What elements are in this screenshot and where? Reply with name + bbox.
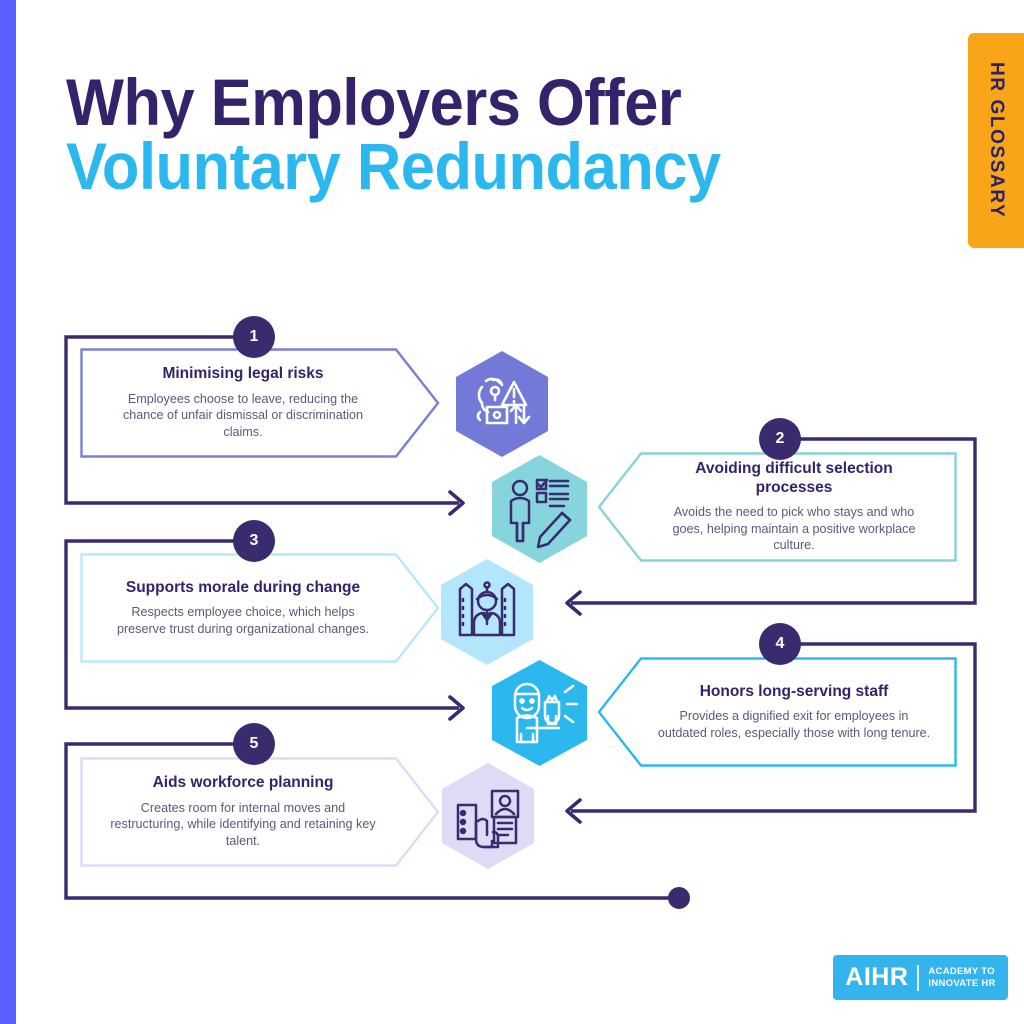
- step-title-4: Honors long-serving staff: [699, 682, 889, 700]
- arrowhead-right-2: [448, 695, 465, 721]
- card-shape-5: [80, 757, 440, 867]
- left-accent-stripe: [0, 0, 16, 1024]
- step-hexagon-2: [487, 453, 592, 565]
- logo-wordmark: AIHR: [845, 963, 909, 991]
- step-badge-1: 1: [233, 316, 275, 358]
- logo-tagline-line-2: INNOVATE HR: [928, 977, 996, 989]
- step-card-1[interactable]: Minimising legal risks Employees choose …: [80, 348, 440, 458]
- legal-risk-icon: [476, 377, 531, 425]
- hr-glossary-tab[interactable]: HR GLOSSARY: [968, 33, 1024, 248]
- title-line-secondary: Voluntary Redundancy: [66, 129, 721, 204]
- page-title: Why Employers Offer Voluntary Redundancy: [66, 65, 886, 204]
- arrowhead-right-1: [448, 490, 465, 516]
- worker-morale-icon: [458, 581, 516, 637]
- step-card-5[interactable]: Aids workforce planning Creates room for…: [80, 757, 440, 867]
- card-shape-1: [80, 348, 440, 458]
- arrowhead-left-1: [565, 590, 582, 616]
- step-number-3: 3: [249, 532, 259, 549]
- step-number-2: 2: [775, 430, 785, 447]
- step-card-4[interactable]: Honors long-serving staff Provides a dig…: [597, 657, 957, 767]
- aihr-logo: AIHR ACADEMY TO INNOVATE HR: [833, 955, 1008, 1000]
- step-badge-3: 3: [233, 520, 275, 562]
- arrowhead-left-2: [565, 798, 582, 824]
- title-line-primary: Why Employers Offer: [66, 65, 682, 139]
- step-number-5: 5: [249, 735, 259, 752]
- step-title-2: Avoiding difficult selection processes: [695, 460, 893, 496]
- step-title-5: Aids workforce planning: [152, 774, 334, 792]
- step-hexagon-5: [436, 761, 540, 871]
- card-shape-2: [597, 452, 957, 562]
- flow-end-dot: [668, 887, 690, 909]
- step-badge-2: 2: [759, 418, 801, 460]
- logo-divider: [917, 964, 920, 991]
- step-hexagon-1: [452, 349, 552, 459]
- step-card-3[interactable]: Supports morale during change Respects e…: [80, 553, 440, 663]
- award-trophy-icon: [513, 682, 579, 744]
- employee-checklist-icon: [509, 478, 572, 549]
- step-title-3: Supports morale during change: [125, 578, 361, 596]
- workforce-planning-icon: [456, 789, 520, 849]
- step-number-4: 4: [775, 635, 785, 652]
- card-shape-3: [80, 553, 440, 663]
- step-description-5: Creates room for internal moves and rest…: [110, 800, 376, 849]
- step-description-1: Employees choose to leave, reducing the …: [122, 391, 364, 440]
- step-description-2: Avoids the need to pick who stays and wh…: [672, 505, 916, 553]
- step-description-3: Respects employee choice, which helps pr…: [116, 605, 370, 636]
- step-card-2[interactable]: Avoiding difficult selection processes A…: [597, 452, 957, 562]
- step-badge-4: 4: [759, 623, 801, 665]
- hr-glossary-label: HR GLOSSARY: [986, 62, 1007, 219]
- step-badge-5: 5: [233, 723, 275, 765]
- step-hexagon-4: [487, 658, 592, 768]
- logo-tagline: ACADEMY TO INNOVATE HR: [928, 966, 995, 988]
- step-title-1: Minimising legal risks: [162, 365, 324, 383]
- step-number-1: 1: [249, 328, 259, 345]
- step-hexagon-3: [436, 557, 538, 667]
- logo-tagline-line-1: ACADEMY TO: [928, 966, 995, 978]
- step-description-4: Provides a dignified exit for employees …: [657, 709, 931, 740]
- card-shape-4: [597, 657, 957, 767]
